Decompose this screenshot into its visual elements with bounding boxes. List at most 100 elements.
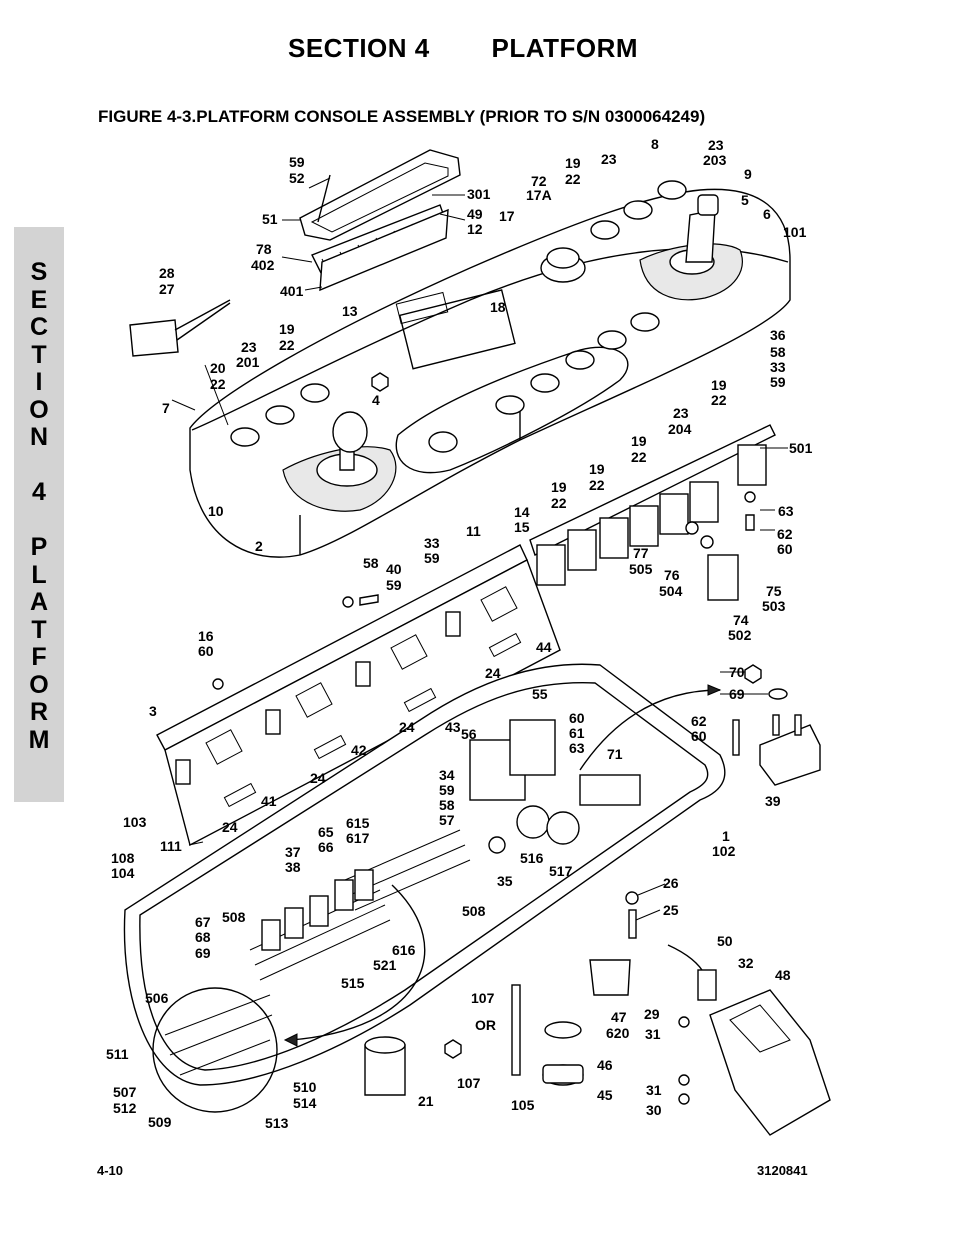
control-box — [123, 663, 726, 1113]
pin-part — [129, 299, 231, 357]
callout-label: 22 — [631, 449, 647, 465]
callout-label: 22 — [551, 495, 567, 511]
callout-label: 69 — [195, 945, 211, 961]
callout-label: 45 — [597, 1087, 613, 1103]
callout-label: 402 — [251, 257, 275, 273]
callout-label: 46 — [597, 1057, 613, 1073]
side-tab-letter: A — [29, 588, 49, 616]
relay-bar — [529, 424, 776, 601]
callout-label: 16 — [198, 628, 214, 644]
callout-label: 23 — [241, 339, 257, 355]
figure-title: FIGURE 4-3.PLATFORM CONSOLE ASSEMBLY (PR… — [98, 107, 706, 126]
callout-label: 68 — [195, 929, 211, 945]
callout-label: 33 — [424, 535, 440, 551]
callout-label: 48 — [775, 967, 791, 983]
callout-label: 507 — [113, 1084, 137, 1100]
callout-label: 24 — [222, 819, 238, 835]
callout-label: 60 — [691, 728, 707, 744]
callout-label: 19 — [565, 155, 581, 171]
callout-label: OR — [475, 1017, 496, 1033]
callout-label: 49 — [467, 206, 483, 222]
callout-label: 23 — [673, 405, 689, 421]
callout-label: 509 — [148, 1114, 172, 1130]
callout-label: 6 — [763, 206, 771, 222]
callout-label: 22 — [589, 477, 605, 493]
callout-label: 9 — [744, 166, 752, 182]
side-tab-letter: L — [31, 560, 47, 589]
page-number: 4-10 — [97, 1163, 124, 1178]
section-title: SECTION 4 PLATFORM — [287, 33, 639, 63]
callout-label: 51 — [262, 211, 278, 227]
callout-label: 506 — [145, 990, 169, 1006]
callout-label: 5 — [741, 192, 749, 208]
callout-label: 37 — [285, 844, 301, 860]
callout-label: 43 — [445, 719, 461, 735]
callout-label: 19 — [551, 479, 567, 495]
callout-label: 3 — [149, 703, 157, 719]
callout-label: 26 — [663, 875, 679, 891]
callout-label: 42 — [351, 742, 367, 758]
callout-label: 20 — [210, 360, 226, 376]
side-tab-letter: I — [35, 368, 43, 396]
callout-label: 55 — [532, 686, 548, 702]
callout-label: 18 — [490, 299, 506, 315]
callout-label: 512 — [113, 1100, 137, 1116]
side-tab-letter: O — [29, 395, 49, 424]
callout-label: 513 — [265, 1115, 289, 1131]
side-tab-letter: E — [30, 285, 48, 314]
callout-label: 15 — [514, 519, 530, 535]
document-number: 3120841 — [757, 1163, 808, 1178]
callout-label: 620 — [606, 1025, 630, 1041]
side-tab-letter: M — [28, 725, 50, 754]
callout-label: 108 — [111, 850, 135, 866]
callout-label: 44 — [536, 639, 552, 655]
callout-label: 41 — [261, 793, 277, 809]
callout-label: 2 — [255, 538, 263, 554]
callout-label: 503 — [762, 598, 786, 614]
callout-label: 4 — [372, 392, 380, 408]
callout-label: 75 — [766, 583, 782, 599]
callout-label: 34 — [439, 767, 455, 783]
callout-label: 62 — [777, 526, 793, 542]
callout-label: 72 — [531, 173, 547, 189]
callout-label: 521 — [373, 957, 397, 973]
callout-label: 58 — [363, 555, 379, 571]
callout-label: 24 — [310, 770, 326, 786]
callout-label: 19 — [279, 321, 295, 337]
callout-label: 29 — [644, 1006, 660, 1022]
callout-label: 59 — [770, 374, 786, 390]
callout-label: 14 — [514, 504, 530, 520]
callout-label: 105 — [511, 1097, 535, 1113]
callout-label: 21 — [418, 1093, 434, 1109]
callout-label: 59 — [439, 782, 455, 798]
side-tab-letter: C — [29, 313, 49, 341]
callout-label: 31 — [646, 1082, 662, 1098]
callout-label: 39 — [765, 793, 781, 809]
callout-label: 66 — [318, 839, 334, 855]
callout-label: 59 — [424, 550, 440, 566]
side-tab-letter: T — [31, 615, 47, 644]
callout-label: 23 — [708, 137, 724, 153]
side-tab-letter: T — [31, 340, 47, 369]
callout-label: 508 — [462, 903, 486, 919]
callout-label: 22 — [565, 171, 581, 187]
leader-lines — [171, 177, 788, 921]
callout-label: 103 — [123, 814, 147, 830]
callout-label: 517 — [549, 863, 573, 879]
callout-label: 19 — [631, 433, 647, 449]
callout-label: 23 — [601, 151, 617, 167]
callout-label: 7 — [162, 400, 170, 416]
callout-label: 101 — [783, 224, 807, 240]
callout-label: 59 — [289, 154, 305, 170]
side-tab-letter: N — [29, 423, 49, 451]
callout-label: 511 — [106, 1046, 129, 1062]
callout-label: 617 — [346, 830, 370, 846]
callout-label: 60 — [777, 541, 793, 557]
side-tab-letter: R — [29, 698, 49, 726]
callout-label: 27 — [159, 281, 175, 297]
callout-label: 71 — [607, 746, 623, 762]
callout-label: 19 — [711, 377, 727, 393]
